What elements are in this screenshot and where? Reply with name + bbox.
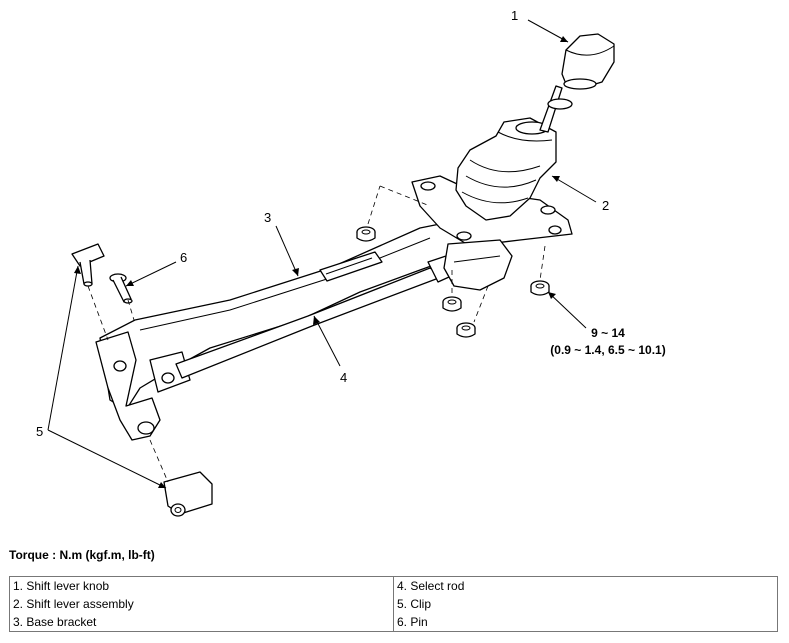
- callout-3: 3: [264, 210, 271, 225]
- nut-lower-b: [456, 322, 476, 338]
- legend-cell: 1. Shift lever knob: [9, 576, 394, 595]
- legend-row: 3. Base bracket 6. Pin: [9, 613, 778, 632]
- shift-lever-exploded-diagram: 1 2 3 4 5 6 9 ~ 14 (0.9 ~ 1.4, 6.5 ~ 10.…: [36, 8, 666, 517]
- legend-cell: 3. Base bracket: [9, 613, 394, 632]
- legend-row: 2. Shift lever assembly 5. Clip: [9, 595, 778, 613]
- nut-lower-a: [442, 296, 462, 312]
- callout-4: 4: [340, 370, 347, 385]
- legend-row: 1. Shift lever knob 4. Select rod: [9, 576, 778, 595]
- legend-cell: 6. Pin: [393, 613, 778, 632]
- callout-1: 1: [511, 8, 518, 23]
- legend-cell: 4. Select rod: [393, 576, 778, 595]
- callout-6: 6: [180, 250, 187, 265]
- assembly-guide-lines: [87, 185, 546, 483]
- shift-lever-knob-illustration: [539, 33, 615, 133]
- legend-cell: 5. Clip: [393, 595, 778, 613]
- torque-conversion: (0.9 ~ 1.4, 6.5 ~ 10.1): [550, 343, 665, 357]
- clip-lower-illustration: [163, 471, 213, 517]
- torque-value: 9 ~ 14: [591, 326, 625, 340]
- parts-legend-table: 1. Shift lever knob 4. Select rod 2. Shi…: [9, 576, 778, 632]
- nut-illustrations: [356, 226, 550, 338]
- base-bracket-illustration: [95, 217, 511, 441]
- nut-right: [530, 280, 550, 296]
- nut-upper-left: [356, 226, 376, 242]
- legend-cell: 2. Shift lever assembly: [9, 595, 394, 613]
- torque-units-heading: Torque : N.m (kgf.m, lb-ft): [9, 548, 155, 562]
- pin-illustration: [109, 273, 133, 304]
- clip-upper-illustration: [71, 243, 105, 287]
- callout-2: 2: [602, 198, 609, 213]
- callout-5: 5: [36, 424, 43, 439]
- leader-lines: [47, 19, 597, 489]
